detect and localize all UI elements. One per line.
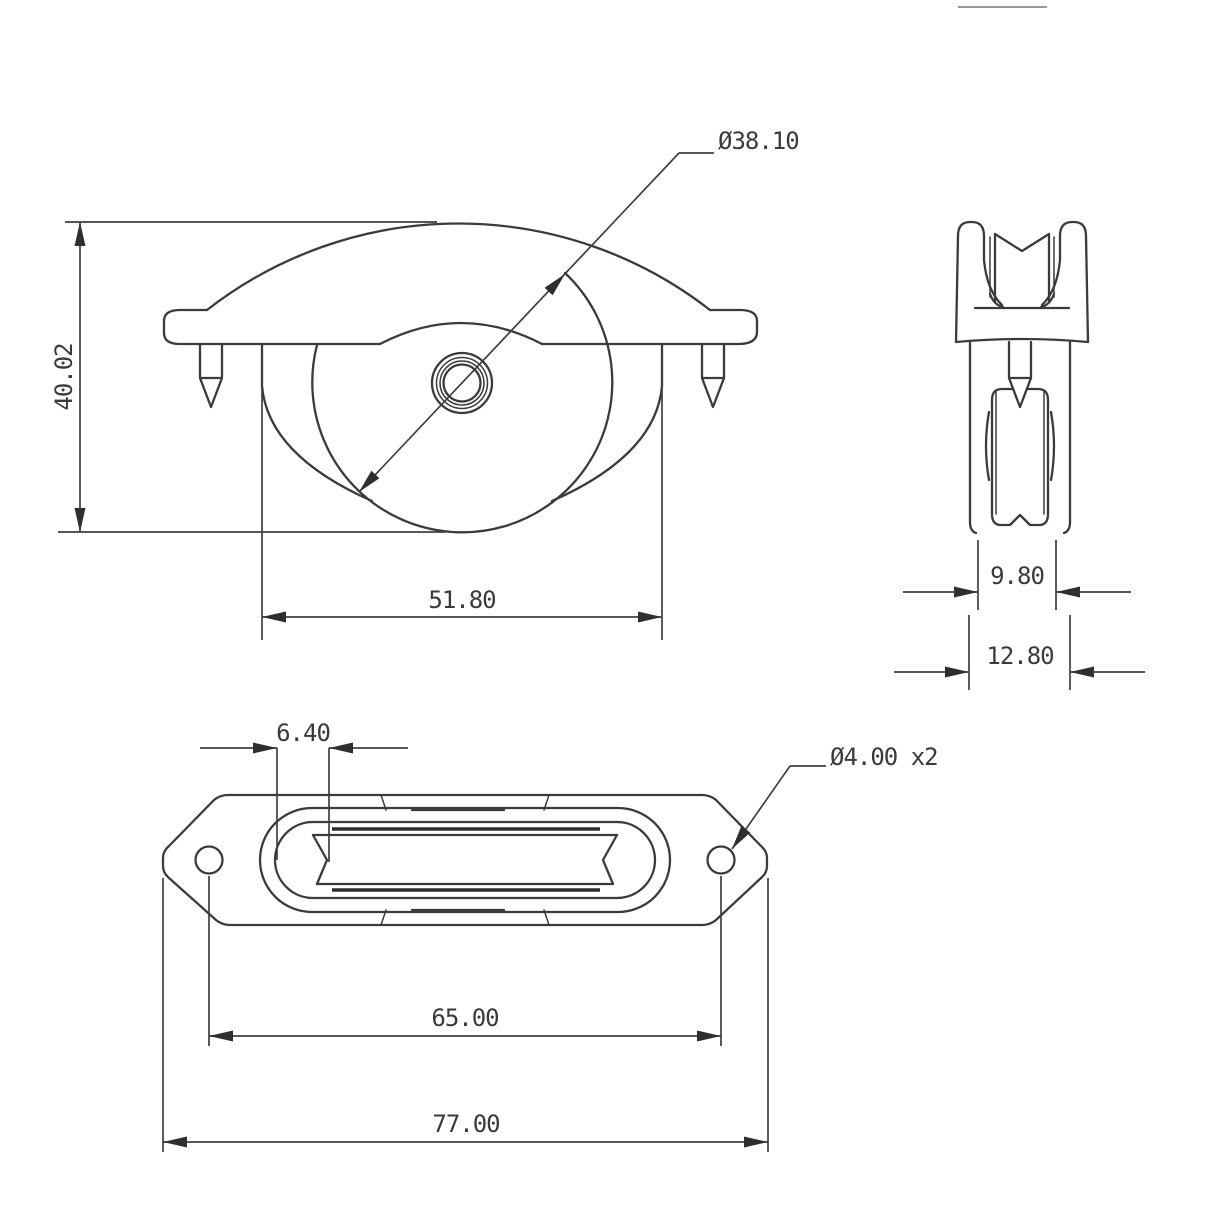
arrowhead-left-icon [209,1030,233,1042]
dim-text-hole-note: Ø4.00 x2 [830,743,938,771]
hub-ring-mid1 [435,356,489,410]
diameter-leader-line [358,152,680,493]
cap-right-prong [1040,220,1090,344]
arrowhead-upper-icon [544,274,565,296]
dome-arc [205,222,712,312]
plate-right-side [1062,340,1072,535]
hub-ring-outer [430,351,494,415]
wheel-top-groove-v [993,232,1051,253]
arrowhead-right-icon [954,586,978,598]
hub-ring-mid2 [439,360,485,406]
dim-text-body-width: 12.80 [986,642,1053,670]
dim-height: 40.02 [50,221,445,533]
edge-tick-bottom-right [543,909,550,926]
cap-left-prong [954,220,1004,344]
hub-arch [378,321,544,346]
dim-wheel-width: 9.80 [903,540,1131,610]
arrowhead-right-icon [744,1136,768,1148]
dim-text-wheel-width: 9.80 [990,562,1044,590]
arrowhead-up-icon [74,222,86,246]
arrowhead-left-icon [1070,666,1094,678]
dim-text-overall-length: 77.00 [432,1110,499,1138]
wheel-top-fillet-right [1039,292,1056,309]
screw-hole-right [706,845,736,875]
wheel-circle [311,271,614,534]
wheel-lower-groove-notch [990,512,1050,527]
front-view: 40.02 51.80 Ø38.10 [50,127,800,640]
hub-ring-inner [442,363,482,403]
wheel-lower-body [990,387,1050,516]
housing-right-curve [550,342,664,503]
side-view: 9.80 12.80 [894,220,1145,690]
dim-hole-spacing: 65.00 [208,876,722,1046]
wheel-bulge-right [1049,410,1056,482]
arrowhead-right-icon [945,666,969,678]
dim-body-width: 12.80 [894,615,1145,690]
right-spike [700,342,726,409]
arrowhead-left-icon [163,1136,187,1148]
arrowhead-left-icon [329,742,353,754]
dim-text-groove-width: 6.40 [276,719,330,747]
dim-text-wheel-diameter: Ø38.10 [718,127,799,155]
dim-overall-length: 77.00 [162,878,769,1152]
flange-left [162,308,382,346]
dim-text-height: 40.02 [50,343,78,410]
cap-bottom-edge [954,337,1090,344]
face-plate [161,793,769,927]
slot-outer [258,806,672,914]
arrowhead-right-icon [638,611,662,623]
dim-text-width: 51.80 [428,586,495,614]
arrowhead-right-icon [253,742,277,754]
wheel-groove-notch-right [601,833,619,886]
dim-width: 51.80 [261,348,663,640]
flange-right [540,308,759,346]
dim-groove-width: 6.40 [200,719,408,862]
arrowhead-down-icon [74,508,86,532]
arrowhead-left-icon [262,611,286,623]
spike-side [1007,340,1033,409]
edge-tick-top-right [543,794,550,811]
bottom-view: 6.40 Ø4.00 x2 65.00 77.00 [161,719,939,1152]
wheel-bulge-left [984,410,991,482]
housing-left-curve [260,342,374,503]
dim-text-hole-spacing: 65.00 [431,1004,498,1032]
wheel-top-fillet-left [988,292,1005,309]
slot-inner [273,820,657,900]
dim-wheel-diameter: Ø38.10 [358,127,800,493]
screw-hole-left [194,845,224,875]
arrowhead-lower-icon [359,470,380,492]
plate-left-side [968,340,978,535]
arrowhead-right-icon [697,1030,721,1042]
edge-tick-bottom-left [380,909,387,926]
callout-hole-diameter: Ø4.00 x2 [731,743,939,850]
arrowhead-left-icon [1056,586,1080,598]
arrowhead-leader-icon [732,826,751,849]
left-spike [198,342,224,409]
wheel-groove-notch-left [311,833,329,886]
edge-tick-top-left [380,794,387,811]
